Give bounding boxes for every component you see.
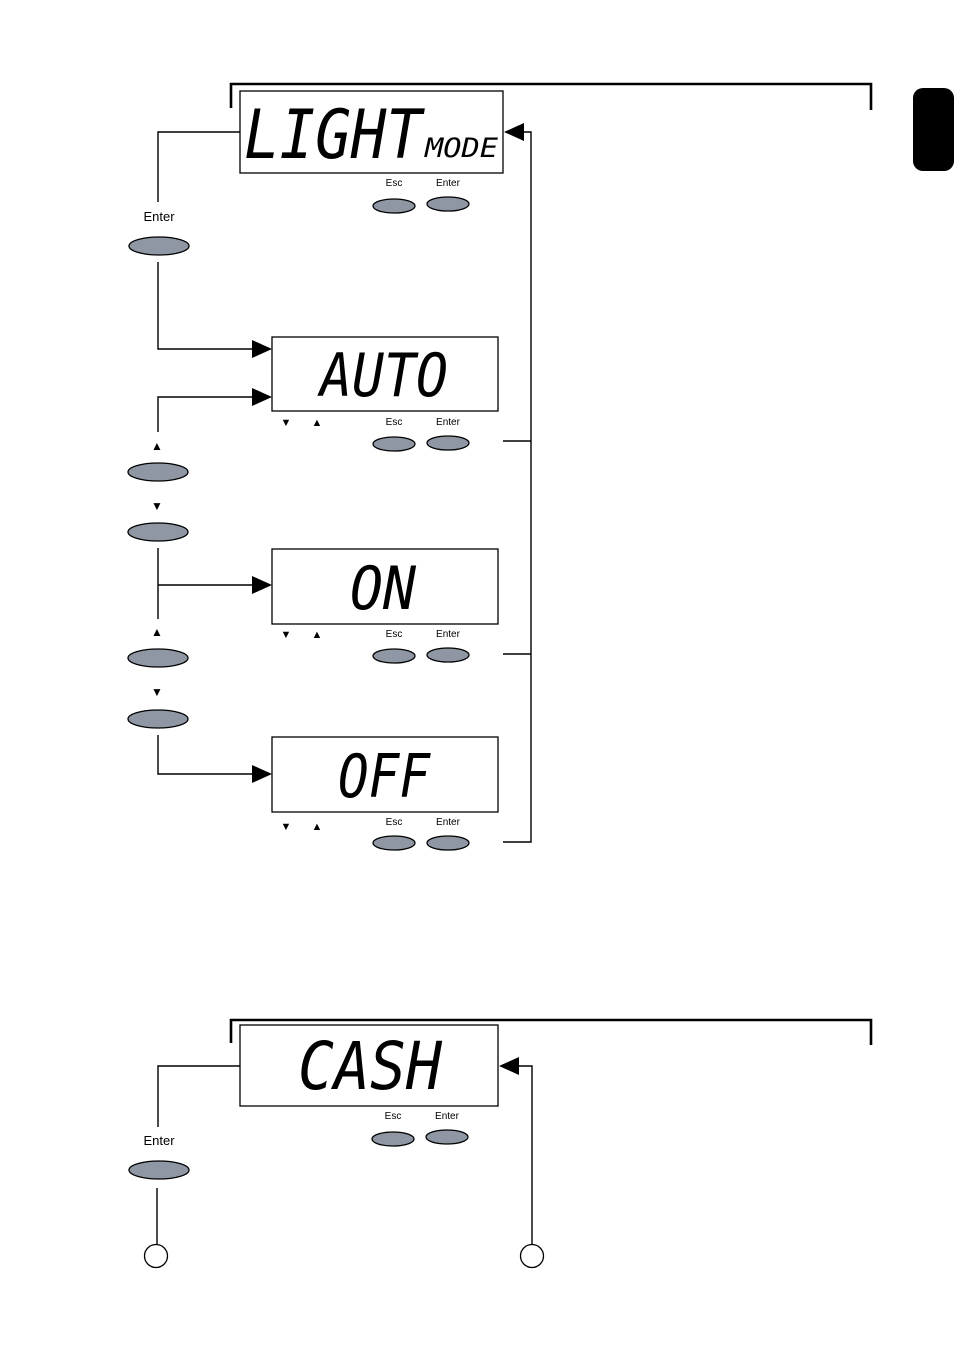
connector-to-off (157, 735, 252, 775)
nav-down-glyph-2: ▼ (151, 685, 163, 699)
off-enter-button[interactable] (426, 835, 470, 851)
section-tab (913, 88, 954, 171)
cash-enter-button[interactable] (425, 1129, 469, 1145)
light-mode-display-subtext: MODE (424, 133, 499, 164)
on-esc-label: Esc (386, 629, 403, 640)
off-page-connector-right (519, 1243, 545, 1269)
cash-side-enter-label: Enter (143, 1133, 175, 1148)
light-enter-label: Enter (436, 178, 461, 189)
nav-up-glyph-1: ▲ (151, 439, 163, 453)
off-enter-label: Enter (436, 817, 461, 828)
connector-to-on (157, 548, 252, 619)
auto-esc-button[interactable] (372, 436, 416, 452)
off-display-text: OFF (338, 742, 431, 812)
off-display (271, 736, 499, 813)
light-esc-button[interactable] (372, 198, 416, 214)
cash-esc-button[interactable] (371, 1131, 415, 1147)
off-esc-label: Esc (386, 817, 403, 828)
connector-enter-to-auto (157, 262, 252, 350)
side-enter-label: Enter (143, 209, 175, 224)
off-page-connector-left (143, 1243, 169, 1269)
auto-up-glyph: ▲ (312, 417, 323, 429)
auto-display (271, 336, 499, 412)
auto-down-glyph: ▼ (281, 417, 292, 429)
on-up-glyph: ▲ (312, 629, 323, 641)
on-display (271, 548, 499, 625)
nav-down-glyph-1: ▼ (151, 499, 163, 513)
arrow-to-off (252, 765, 272, 783)
side-enter-button[interactable] (128, 236, 190, 256)
top-bracket (229, 82, 873, 110)
off-down-glyph: ▼ (281, 821, 292, 833)
connector-light-to-enter (157, 131, 240, 202)
on-display-text: ON (350, 554, 417, 624)
auto-esc-label: Esc (386, 417, 403, 428)
auto-display-text: AUTO (316, 341, 448, 411)
arrow-return-to-light (504, 123, 524, 141)
connector-cash-to-enter (157, 1065, 240, 1127)
return-bus (503, 131, 532, 843)
light-mode-display (239, 90, 504, 174)
arrow-to-auto-lower (252, 388, 272, 406)
cash-enter-label: Enter (435, 1111, 460, 1122)
nav-down-button-1[interactable] (127, 522, 189, 542)
connector-circle-to-cash (519, 1065, 533, 1244)
auto-enter-label: Enter (436, 417, 461, 428)
light-esc-label: Esc (386, 178, 403, 189)
arrow-to-auto-upper (252, 340, 272, 358)
cash-display-text: CASH (298, 1028, 442, 1105)
off-esc-button[interactable] (372, 835, 416, 851)
cash-esc-label: Esc (385, 1111, 402, 1122)
nav-down-button-2[interactable] (127, 709, 189, 729)
connector-up-to-auto (157, 396, 252, 432)
nav-up-button-1[interactable] (127, 462, 189, 482)
auto-enter-button[interactable] (426, 435, 470, 451)
arrow-return-to-cash (499, 1057, 519, 1075)
nav-up-button-2[interactable] (127, 648, 189, 668)
on-enter-button[interactable] (426, 647, 470, 663)
off-up-glyph: ▲ (312, 821, 323, 833)
on-down-glyph: ▼ (281, 629, 292, 641)
on-enter-label: Enter (436, 629, 461, 640)
light-enter-button[interactable] (426, 196, 470, 212)
bottom-bracket (229, 1018, 873, 1045)
cash-side-enter-button[interactable] (128, 1160, 190, 1180)
light-mode-display-text: LIGHT (244, 96, 426, 175)
cash-display (239, 1024, 499, 1107)
nav-up-glyph-2: ▲ (151, 625, 163, 639)
arrow-to-on (252, 576, 272, 594)
on-esc-button[interactable] (372, 648, 416, 664)
